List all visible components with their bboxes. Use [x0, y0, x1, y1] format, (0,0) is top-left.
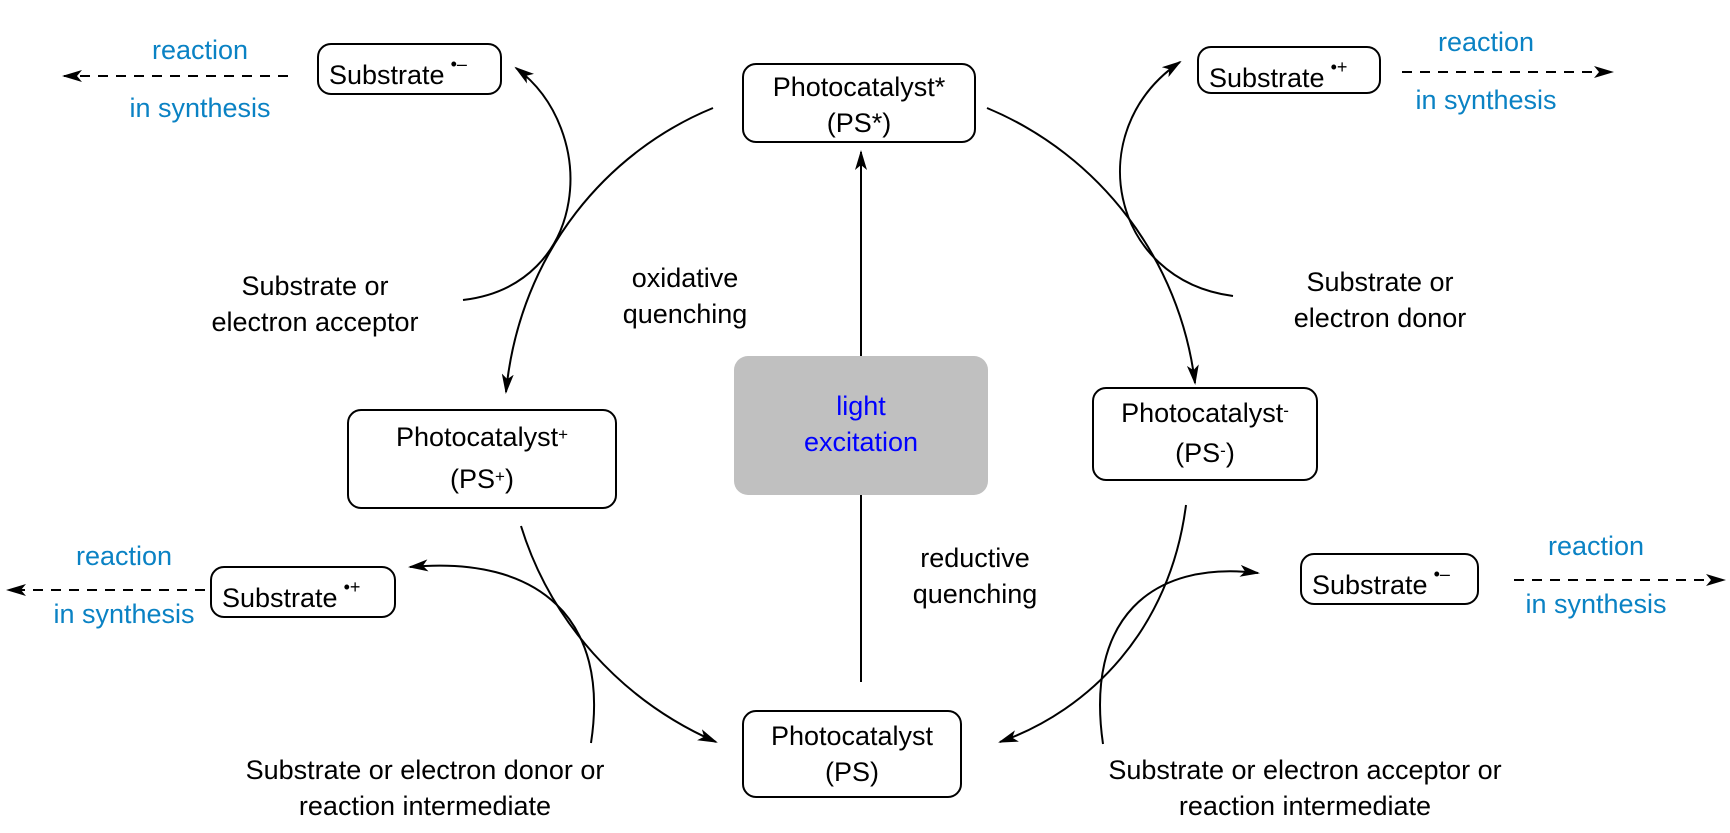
substrate-radical-anion-bottom-right: Substrate•– — [1300, 553, 1479, 605]
excitation-label: excitation — [803, 427, 919, 457]
oxidative-return-arc — [520, 525, 718, 743]
substrate-label: Substrate — [222, 583, 338, 613]
substrate-radical-anion-top-left: Substrate•– — [317, 43, 502, 95]
substrate-label: Substrate — [1312, 570, 1428, 600]
reaction-label-bottom-right: reaction in synthesis — [1525, 531, 1667, 619]
acceptor-arc — [462, 66, 572, 301]
reductive-return-arc — [998, 504, 1187, 743]
substrate-label: Substrate — [329, 60, 445, 90]
reductive-quenching-label: reductive quenching — [912, 543, 1038, 609]
oxidative-arc — [501, 107, 714, 394]
substrate-radical-cation-top-right: Substrate•+ — [1197, 46, 1381, 94]
charge-superscript: + — [558, 425, 569, 444]
node-label: Photocatalyst — [395, 422, 559, 452]
radical-charge: •+ — [343, 577, 361, 597]
photocatalyst-excited-node: Photocatalyst* (PS*) — [742, 63, 976, 143]
node-abbrev: (PS) — [825, 757, 879, 787]
reductive-arc — [986, 107, 1199, 385]
acceptor-intermediate-label: Substrate or electron acceptor or reacti… — [1108, 755, 1502, 821]
node-label: Photocatalyst* — [772, 72, 946, 102]
donor-intermediate-label: Substrate or electron donor or reaction … — [245, 755, 605, 821]
photocatalyst-reduced-node: Photocatalyst- (PS-) — [1092, 387, 1318, 481]
node-abbrev: (PS — [1175, 438, 1221, 468]
donor-arc — [1119, 60, 1234, 297]
charge-superscript: - — [1283, 401, 1289, 420]
radical-charge: •– — [450, 54, 467, 74]
node-abbrev: (PS*) — [826, 108, 892, 138]
substrate-label: Substrate — [1209, 63, 1325, 93]
reaction-label-top-left: reaction in synthesis — [129, 35, 271, 123]
electron-acceptor-label: Substrate or electron acceptor — [211, 271, 419, 337]
node-label: Photocatalyst — [1121, 398, 1284, 428]
oxidative-quenching-label: oxidative quenching — [622, 263, 748, 329]
light-excitation-box: light excitation — [734, 356, 988, 495]
photocatalyst-oxidized-node: Photocatalyst+ (PS+) — [347, 409, 617, 509]
radical-charge: •– — [1433, 564, 1450, 584]
reaction-label-bottom-left: reaction in synthesis — [53, 541, 195, 629]
node-label: Photocatalyst — [770, 721, 934, 751]
reaction-label-top-right: reaction in synthesis — [1415, 27, 1557, 115]
substrate-radical-cation-bottom-left: Substrate•+ — [210, 566, 396, 618]
photocatalyst-ground-node: Photocatalyst (PS) — [742, 710, 962, 798]
radical-charge: •+ — [1330, 57, 1348, 77]
electron-donor-label: Substrate or electron donor — [1293, 267, 1467, 333]
node-abbrev: (PS — [450, 464, 496, 494]
donor-intermediate-arc — [408, 559, 596, 744]
light-label: light — [836, 391, 886, 421]
acceptor-intermediate-arc — [1099, 564, 1260, 745]
